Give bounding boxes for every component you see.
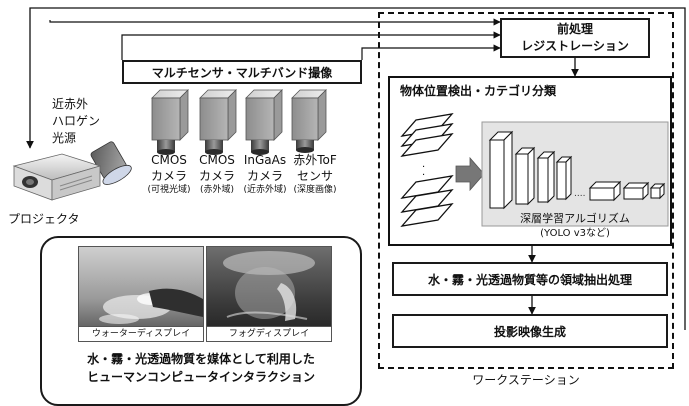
hci-caption-line1: 水・霧・光透過物質を媒体として利用した — [87, 352, 315, 366]
fog-display-photo: フォグディスプレイ — [206, 246, 332, 342]
water-display-scene — [99, 288, 203, 324]
input-frame — [400, 203, 454, 227]
preprocess-line2: レジストレーション — [521, 39, 629, 53]
camera-3-band: (近赤外域) — [243, 185, 287, 195]
connector-lines — [26, 7, 686, 330]
camera-1-kind: カメラ — [150, 169, 187, 183]
tof-sensor-icon — [291, 89, 327, 153]
camera-icon — [151, 89, 189, 155]
feedback-loop-line — [26, 7, 686, 330]
camera-2-type: CMOS — [199, 153, 235, 167]
camera-icon — [199, 89, 237, 155]
camera-label-2: CMOS カメラ (赤外域) — [188, 152, 246, 197]
camera-2-band: (赤外域) — [199, 185, 235, 195]
camera-1-band: (可視光域) — [147, 185, 191, 195]
algorithm-label: 深層学習アルゴリズム (YOLO v3など) — [482, 211, 668, 241]
network-layer — [536, 150, 556, 204]
fog-display-scene — [223, 251, 315, 321]
projection-generation-box: 投影映像生成 — [392, 314, 668, 348]
camera-icon — [245, 89, 283, 155]
camera-4-type: 赤外ToF — [293, 153, 337, 167]
hci-caption-line2: ヒューマンコンピュータインタラクション — [86, 370, 315, 384]
capture-to-preprocess-line-2 — [121, 31, 501, 60]
fog-display-caption: フォグディスプレイ — [207, 326, 331, 341]
light-source-line3: 光源 — [52, 131, 77, 145]
algorithm-line2: (YOLO v3など) — [540, 228, 610, 239]
camera-4-band: (深度画像) — [293, 185, 337, 195]
network-panel — [481, 121, 669, 227]
detection-title: 物体位置検出・カテゴリ分類 — [400, 84, 557, 98]
workstation-frame — [378, 12, 674, 369]
input-arrow-icon — [455, 156, 485, 192]
network-layer — [649, 182, 666, 200]
network-ellipsis: .... — [574, 189, 585, 199]
camera-label-1: CMOS カメラ (可視光域) — [140, 152, 198, 197]
water-display-caption: ウォーターディスプレイ — [79, 326, 203, 341]
stack-dots: · — [422, 170, 425, 181]
detection-box: 物体位置検出・カテゴリ分類 · · — [388, 76, 672, 246]
network-layer — [622, 181, 650, 201]
detection-network-diagram: · · .... — [400, 113, 669, 227]
camera-3-kind: カメラ — [246, 169, 283, 183]
camera-4-kind: センサ — [296, 169, 333, 183]
network-layer — [555, 155, 573, 201]
light-source-line1: 近赤外 — [52, 97, 89, 111]
workstation-label: ワークステーション — [472, 373, 580, 387]
region-extraction-box: 水・霧・光透過物質等の領域抽出処理 — [392, 262, 668, 296]
preprocess-box: 前処理 レジストレーション — [500, 18, 650, 58]
water-display-photo: ウォーターディスプレイ — [78, 246, 204, 342]
capture-to-preprocess-line-3 — [361, 44, 501, 60]
camera-2-kind: カメラ — [198, 169, 235, 183]
light-source-line2: ハロゲン — [52, 114, 101, 128]
camera-illustrations — [151, 89, 327, 155]
network-layer — [514, 146, 536, 206]
hci-caption: 水・霧・光透過物質を媒体として利用した ヒューマンコンピュータインタラクション — [42, 350, 360, 386]
stack-dots: · — [422, 162, 425, 173]
light-source-label: 近赤外 ハロゲン 光源 — [52, 96, 100, 147]
network-layer — [588, 180, 622, 202]
preprocess-line1: 前処理 — [556, 22, 593, 36]
capture-to-preprocess-line-1 — [49, 18, 501, 26]
input-frame — [400, 133, 454, 157]
network-layer — [488, 130, 514, 210]
projector-label: プロジェクタ — [8, 212, 80, 226]
camera-3-type: InGaAs — [243, 153, 287, 167]
algorithm-line1: 深層学習アルゴリズム — [520, 212, 630, 225]
camera-1-type: CMOS — [151, 153, 187, 167]
camera-label-3: InGaAs カメラ (近赤外域) — [236, 152, 294, 197]
camera-label-4: 赤外ToF センサ (深度画像) — [284, 152, 346, 197]
projector-icon — [12, 153, 102, 201]
capture-title-box: マルチセンサ・マルチバンド撮像 — [122, 60, 362, 84]
